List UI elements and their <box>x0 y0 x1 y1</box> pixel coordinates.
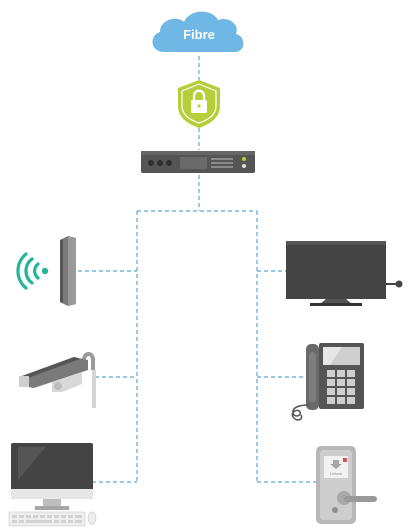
cctv-camera-icon <box>19 352 96 408</box>
desk-phone-icon <box>291 343 364 421</box>
padlock-icon <box>191 89 207 113</box>
cloud-icon: Fibre <box>152 11 244 52</box>
keyboard-icon <box>8 511 86 527</box>
phone-keypad <box>327 370 355 404</box>
television-icon <box>286 241 403 306</box>
door-lock-icon: Unlock <box>316 446 377 524</box>
cloud-label: Fibre <box>183 27 215 42</box>
lock-card-label: Unlock <box>330 471 342 476</box>
wifi-signal-icon <box>16 252 49 290</box>
desktop-computer-icon <box>8 443 97 527</box>
connection-lines <box>78 56 318 483</box>
mouse-icon <box>87 511 97 525</box>
security-shield-icon <box>178 80 220 128</box>
wireless-access-point-icon <box>16 236 76 306</box>
router-icon <box>141 151 255 173</box>
